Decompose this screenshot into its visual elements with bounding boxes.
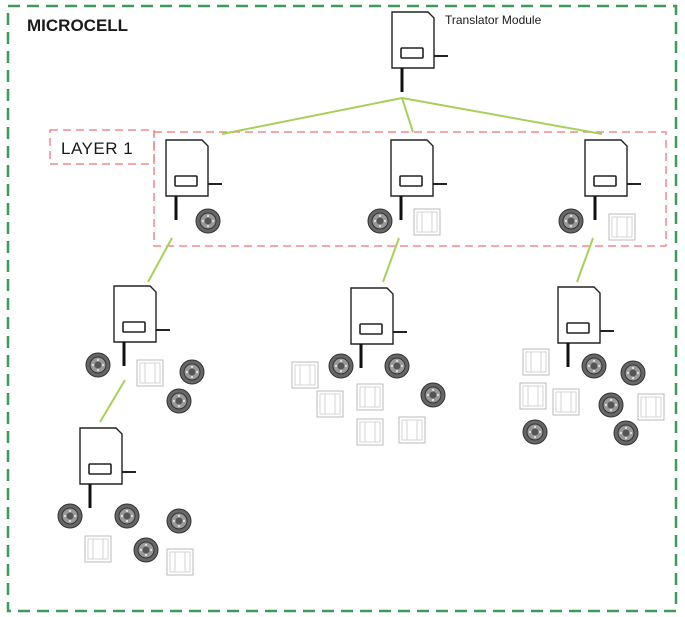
layer1-left-module-icon [164, 138, 224, 222]
round-node-icon [85, 352, 111, 378]
microcell-label: MICROCELL [27, 16, 128, 35]
layer2-right-module-icon [556, 285, 616, 369]
round-node-icon [598, 392, 624, 418]
layer1-label: LAYER 1 [61, 139, 133, 158]
link-root-to-center [401, 97, 414, 133]
round-node-icon [166, 508, 192, 534]
round-node-icon [384, 353, 410, 379]
round-node-icon [179, 359, 205, 385]
rect-node-icon [316, 390, 344, 418]
network-links [99, 97, 603, 423]
link-left-l2-to-l3 [99, 379, 126, 423]
rect-node-icon [356, 383, 384, 411]
rect-node-icon [398, 416, 426, 444]
rect-node-icon [413, 208, 441, 236]
microcell-boundary [6, 4, 678, 613]
round-node-icon [57, 503, 83, 529]
rect-node-icon [356, 418, 384, 446]
layer2-left-module-icon [112, 284, 172, 368]
round-node-icon [114, 503, 140, 529]
translator-module-label: Translator Module [445, 13, 542, 27]
link-root-to-left [221, 97, 403, 135]
layer1-right-module-icon [583, 138, 643, 222]
round-node-icon [522, 419, 548, 445]
round-node-icon [581, 353, 607, 379]
round-node-icon [166, 388, 192, 414]
round-node-icon [195, 208, 221, 234]
rect-node-icon [291, 361, 319, 389]
link-root-to-right [401, 97, 603, 135]
round-node-icon [367, 208, 393, 234]
rect-node-icon [136, 359, 164, 387]
rect-node-icon [637, 393, 665, 421]
link-left-l1-to-l2 [147, 237, 173, 283]
layer1-center-module-icon [389, 138, 449, 222]
link-center-l1-to-l2 [382, 237, 400, 283]
round-node-icon [133, 537, 159, 563]
rect-node-icon [166, 548, 194, 576]
rect-node-icon [552, 388, 580, 416]
round-node-icon [613, 420, 639, 446]
translator-module-icon [390, 10, 450, 94]
round-node-icon [328, 353, 354, 379]
round-node-icon [420, 382, 446, 408]
rect-node-icon [84, 535, 112, 563]
round-node-icon [620, 360, 646, 386]
round-node-icon [558, 208, 584, 234]
link-right-l1-to-l2 [576, 237, 594, 283]
rect-node-icon [522, 348, 550, 376]
layer3-module-icon [78, 426, 138, 510]
rect-node-icon [519, 382, 547, 410]
rect-node-icon [608, 213, 636, 241]
